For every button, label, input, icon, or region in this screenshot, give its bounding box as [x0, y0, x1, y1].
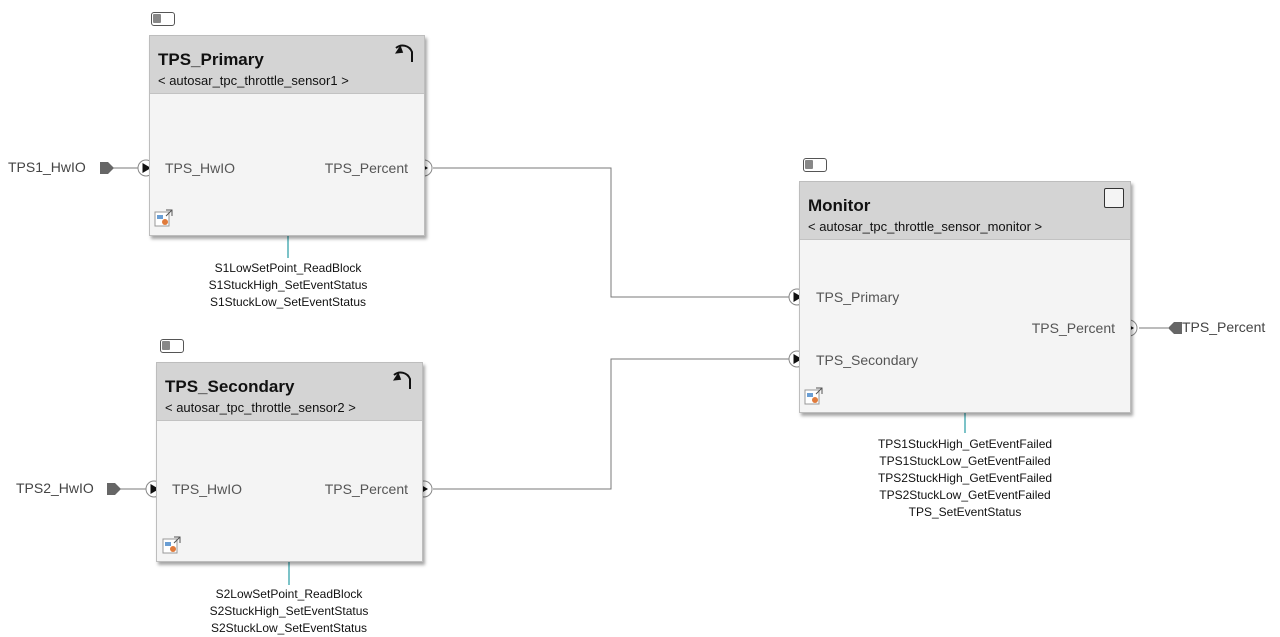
port-label-out: TPS_Percent — [1031, 320, 1115, 336]
function-list-primary: S1LowSetPoint_ReadBlock S1StuckHigh_SetE… — [170, 260, 406, 311]
port-label-in: TPS_HwIO — [165, 160, 236, 176]
component-tps-secondary[interactable]: TPS_Secondary < autosar_tpc_throttle_sen… — [156, 362, 423, 562]
function-label: S1LowSetPoint_ReadBlock — [214, 261, 362, 275]
toggle-icon-secondary[interactable] — [160, 339, 184, 353]
model-reference-badge-icon — [154, 209, 173, 227]
external-out-label[interactable]: TPS_Percent — [1182, 319, 1266, 335]
port-label-out: TPS_Percent — [324, 481, 408, 497]
model-reference-badge-icon — [162, 536, 181, 554]
subsystem-square-icon — [1104, 188, 1124, 208]
component-subtitle: < autosar_tpc_throttle_sensor2 > — [165, 400, 356, 415]
external-in-port-icon-2[interactable] — [107, 483, 121, 495]
port-label-out: TPS_Percent — [324, 160, 408, 176]
wire-secondary-to-monitor[interactable] — [433, 358, 789, 490]
component-monitor[interactable]: Monitor < autosar_tpc_throttle_sensor_mo… — [799, 181, 1131, 413]
external-out-port-icon[interactable] — [1168, 322, 1182, 334]
wire-primary-to-monitor[interactable] — [433, 167, 789, 298]
function-label: TPS2StuckHigh_GetEventFailed — [877, 471, 1053, 485]
component-title: Monitor — [808, 196, 871, 215]
function-label: TPS1StuckLow_GetEventFailed — [879, 454, 1051, 468]
component-header: Monitor < autosar_tpc_throttle_sensor_mo… — [800, 182, 1130, 240]
function-label: S2StuckHigh_SetEventStatus — [209, 604, 369, 618]
toggle-icon-primary[interactable] — [151, 12, 175, 26]
model-reference-badge-icon — [804, 387, 823, 405]
component-tps-primary[interactable]: TPS_Primary < autosar_tpc_throttle_senso… — [149, 35, 425, 236]
component-header: TPS_Secondary < autosar_tpc_throttle_sen… — [157, 363, 422, 421]
function-label: S2LowSetPoint_ReadBlock — [215, 587, 363, 601]
function-label: TPS_SetEventStatus — [908, 505, 1022, 519]
component-subtitle: < autosar_tpc_throttle_sensor_monitor > — [808, 219, 1043, 234]
port-label-in-secondary: TPS_Secondary — [816, 352, 918, 368]
external-in-port-icon-1[interactable] — [100, 162, 114, 174]
component-subtitle: < autosar_tpc_throttle_sensor1 > — [158, 73, 349, 88]
component-header: TPS_Primary < autosar_tpc_throttle_senso… — [150, 36, 424, 94]
function-label: S2StuckLow_SetEventStatus — [210, 621, 368, 635]
port-label-in: TPS_HwIO — [172, 481, 243, 497]
function-list-secondary: S2LowSetPoint_ReadBlock S2StuckHigh_SetE… — [171, 586, 407, 637]
external-in-label-1[interactable]: TPS1_HwIO — [8, 159, 86, 175]
port-label-in-primary: TPS_Primary — [816, 289, 900, 305]
toggle-icon-monitor[interactable] — [803, 158, 827, 172]
external-in-label-2[interactable]: TPS2_HwIO — [16, 480, 94, 496]
function-label: S1StuckLow_SetEventStatus — [209, 295, 367, 309]
function-list-monitor: TPS1StuckHigh_GetEventFailed TPS1StuckLo… — [835, 436, 1095, 521]
function-label: TPS2StuckLow_GetEventFailed — [879, 488, 1051, 502]
component-title: TPS_Secondary — [165, 377, 295, 396]
gauge-icon — [392, 371, 411, 389]
gauge-icon — [394, 44, 413, 62]
function-label: TPS1StuckHigh_GetEventFailed — [877, 437, 1053, 451]
function-label: S1StuckHigh_SetEventStatus — [208, 278, 368, 292]
component-title: TPS_Primary — [158, 50, 264, 69]
